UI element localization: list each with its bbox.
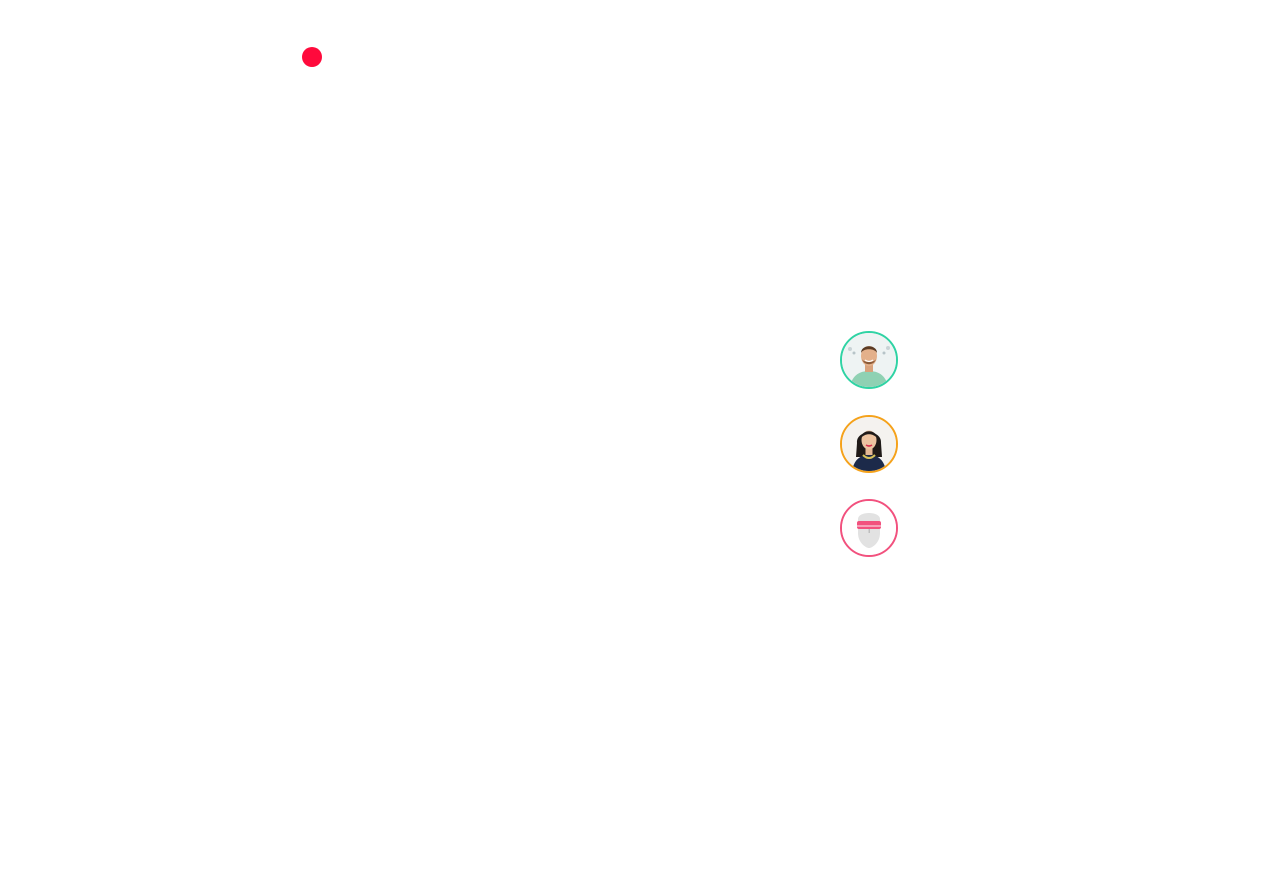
avatar-3[interactable] xyxy=(840,499,898,557)
avatar-list xyxy=(840,331,898,557)
man-photo-icon xyxy=(842,333,896,387)
default-user-icon xyxy=(842,501,896,555)
avatar-1[interactable] xyxy=(840,331,898,389)
avatar-2[interactable] xyxy=(840,415,898,473)
notification-dot xyxy=(302,47,322,67)
woman-photo-icon xyxy=(842,417,896,471)
